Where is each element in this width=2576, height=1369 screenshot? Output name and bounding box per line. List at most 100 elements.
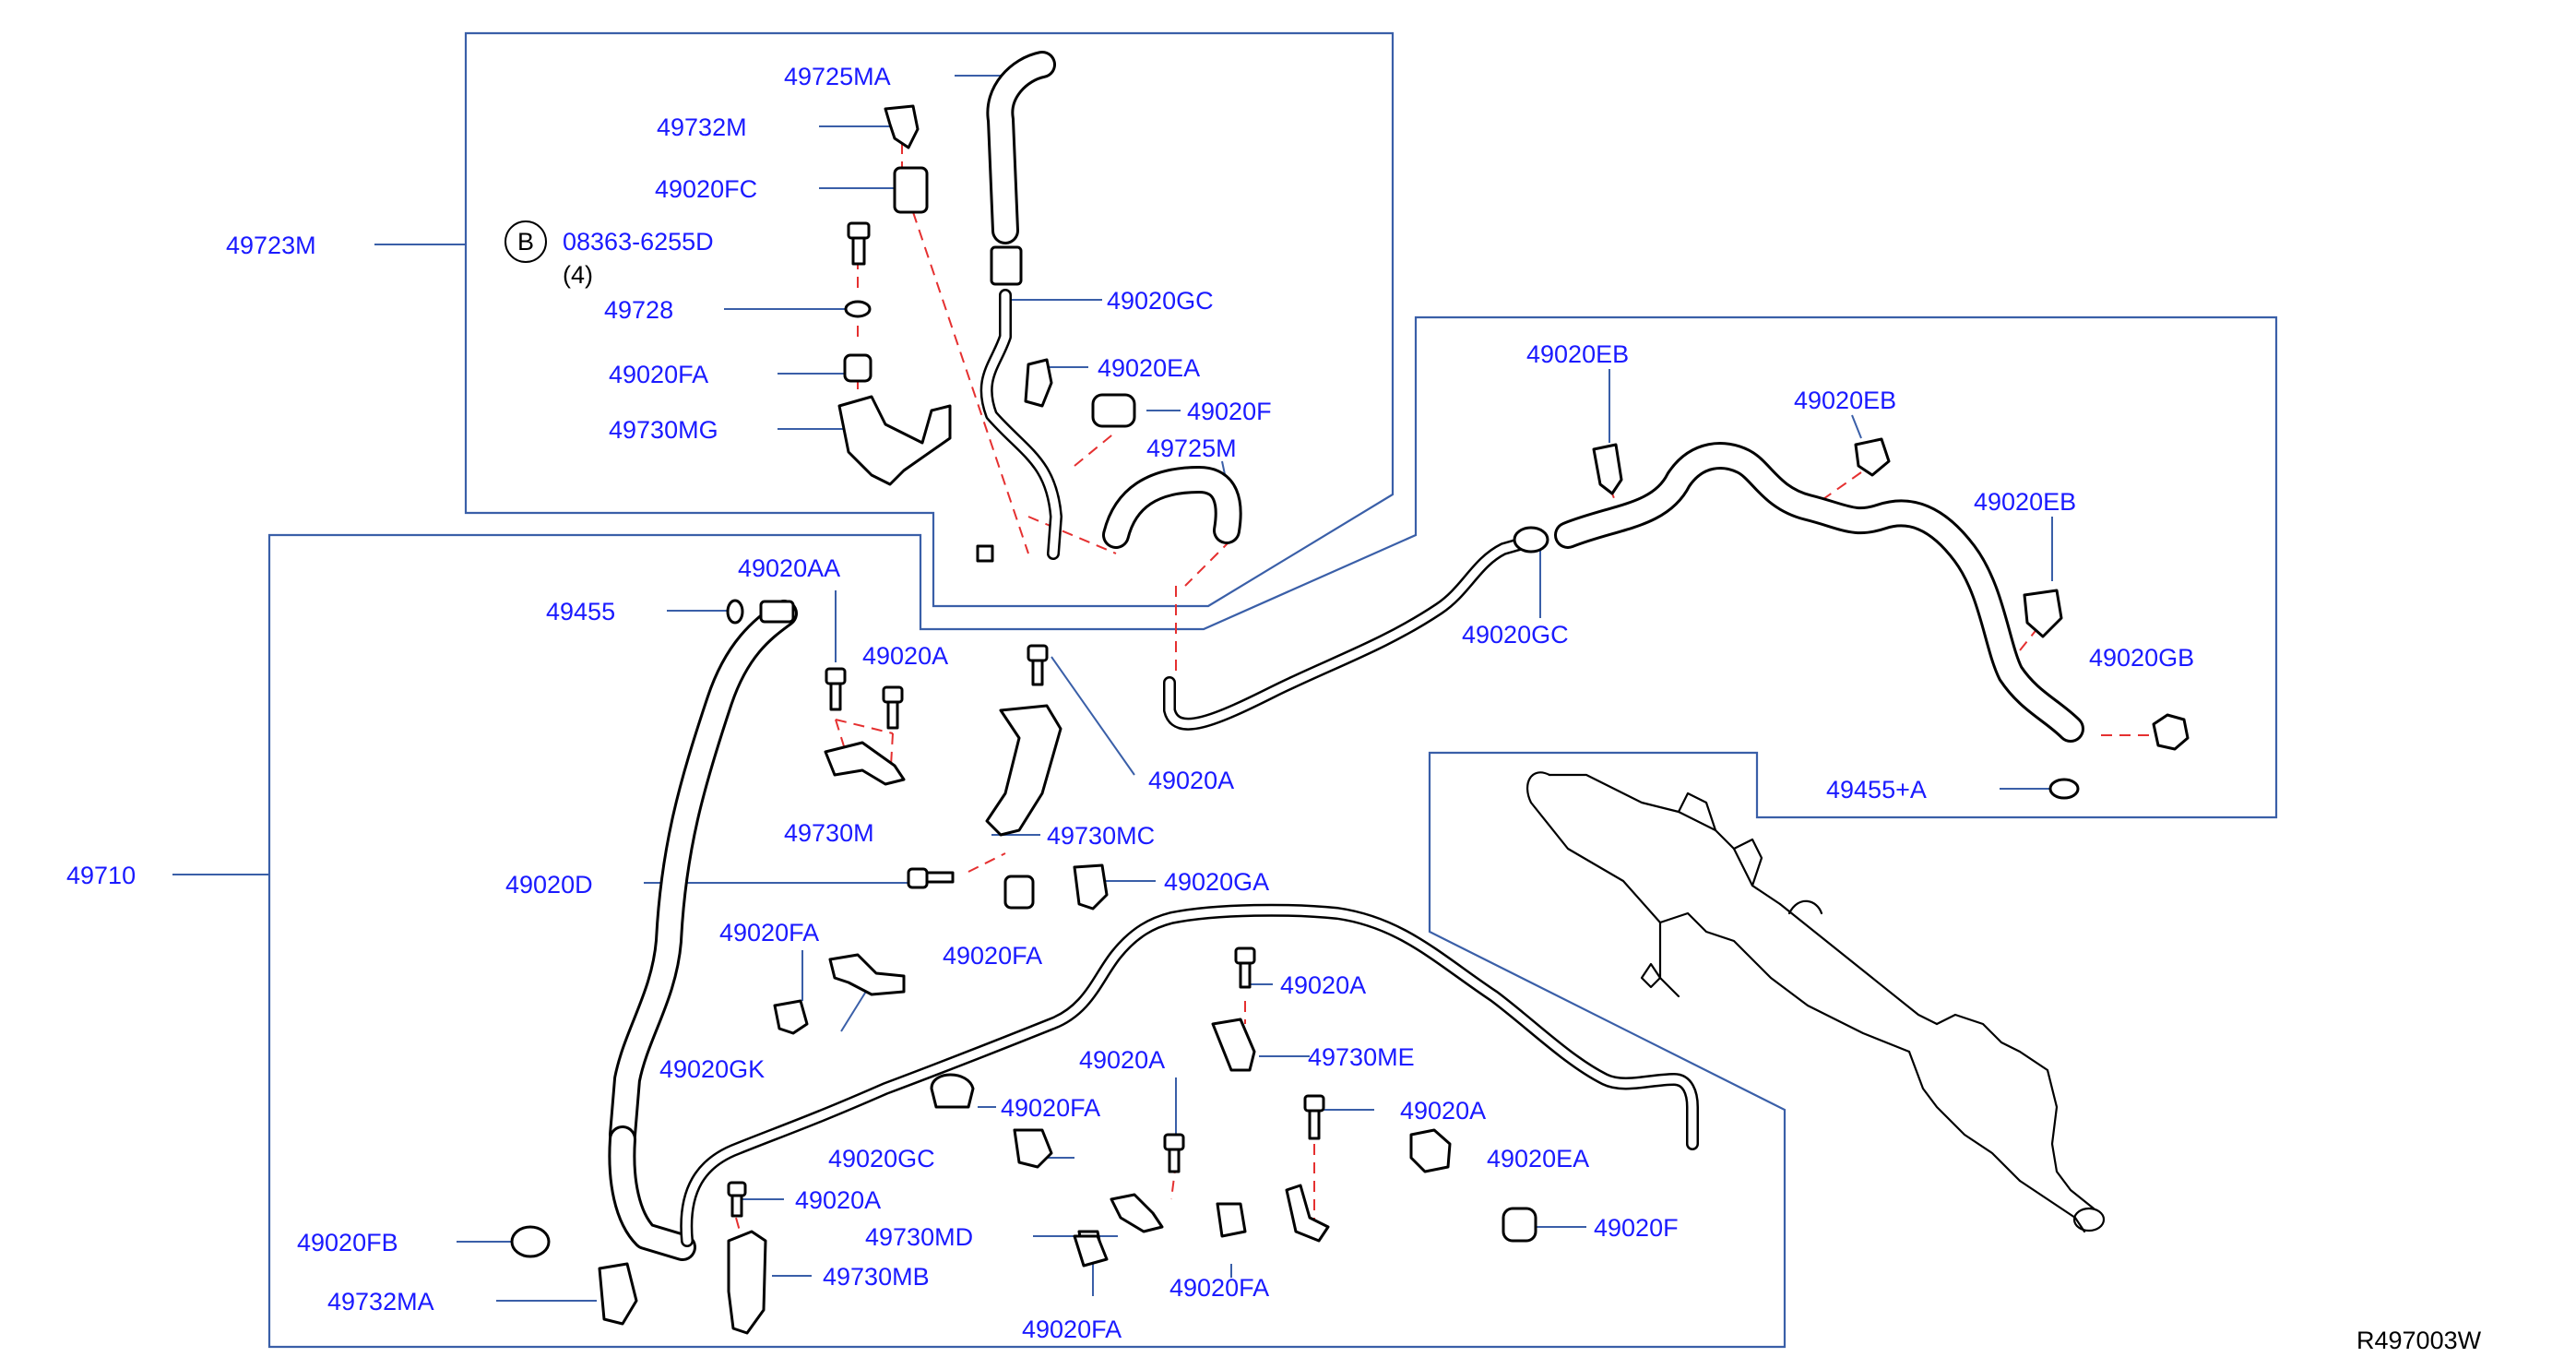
label-49725MA: 49725MA bbox=[784, 63, 891, 90]
grommet-49020F-low bbox=[1502, 1207, 1537, 1243]
label-49732M: 49732M bbox=[657, 113, 747, 141]
label-49020FA-left: 49020FA bbox=[719, 919, 819, 946]
label-49020GC-right: 49020GC bbox=[1462, 621, 1569, 649]
clamp-49020EB-3 bbox=[2023, 589, 2063, 638]
grommet-49020FC bbox=[893, 166, 929, 214]
bracket-49730M bbox=[824, 741, 906, 786]
label-bolt-qty: (4) bbox=[563, 261, 593, 289]
bolt-08363 bbox=[847, 221, 871, 266]
group-parts bbox=[510, 104, 2190, 1335]
clip-49020GC-low bbox=[1013, 1128, 1053, 1169]
label-49020EA-top: 49020EA bbox=[1098, 354, 1200, 382]
label-49020A-4: 49020A bbox=[1079, 1046, 1165, 1074]
label-49728: 49728 bbox=[604, 296, 673, 324]
bracket-49730MC bbox=[985, 704, 1062, 837]
steering-gear-assembly bbox=[1526, 771, 2106, 1233]
label-49020FB: 49020FB bbox=[297, 1229, 398, 1256]
label-49723M: 49723M bbox=[226, 232, 316, 259]
label-49455: 49455 bbox=[546, 598, 615, 625]
bushing-49020FA-b3 bbox=[1216, 1202, 1247, 1238]
cap-49020GB bbox=[2152, 713, 2190, 751]
clamp-49020GC-right bbox=[1513, 526, 1549, 554]
oring-49455A bbox=[2048, 778, 2080, 800]
label-49020GK: 49020GK bbox=[659, 1055, 765, 1083]
grommet-49020F-top bbox=[1091, 393, 1136, 428]
label-49020EB-2: 49020EB bbox=[1794, 387, 1896, 414]
label-49710: 49710 bbox=[66, 862, 136, 889]
clamp-49020EA-top bbox=[1024, 358, 1053, 408]
washer-49728 bbox=[844, 300, 872, 318]
bracket-49730MB bbox=[727, 1230, 767, 1335]
label-49020FA-top: 49020FA bbox=[609, 361, 708, 388]
bushing-49020FA-top bbox=[843, 353, 873, 383]
label-49020A-1: 49020A bbox=[862, 642, 948, 670]
label-49020FA-c: 49020FA bbox=[1001, 1094, 1100, 1122]
label-49020F-top: 49020F bbox=[1187, 398, 1272, 425]
oring-49455 bbox=[726, 599, 744, 625]
frame-49723M bbox=[464, 31, 1395, 608]
nut-small bbox=[976, 544, 994, 563]
clamp-49020EA-low bbox=[1409, 1128, 1452, 1173]
group-leaders bbox=[172, 75, 2053, 1302]
bolt-49020A-4 bbox=[1234, 946, 1256, 989]
label-49455A: 49455+A bbox=[1826, 776, 1927, 804]
label-49020EB-1: 49020EB bbox=[1526, 340, 1629, 368]
group-frames bbox=[267, 31, 2278, 1349]
bracket-49020GK bbox=[828, 953, 906, 996]
label-49020EA-low: 49020EA bbox=[1487, 1145, 1589, 1173]
bolt-callout-circle bbox=[505, 220, 547, 263]
bracket-49730ME bbox=[1211, 1018, 1256, 1072]
label-49020GA: 49020GA bbox=[1164, 868, 1269, 896]
clip-49732MA bbox=[598, 1262, 638, 1326]
bolt-49020A-3 bbox=[1027, 644, 1049, 686]
bushing-49020FA-b2 bbox=[1073, 1234, 1109, 1268]
label-49725M: 49725M bbox=[1146, 435, 1237, 462]
bolt-49020D bbox=[907, 867, 955, 889]
label-49730MD: 49730MD bbox=[865, 1223, 973, 1251]
bushing-49020FA-left bbox=[773, 999, 809, 1035]
bracket-49730MD bbox=[1110, 1193, 1164, 1233]
label-diagram-code: R497003W bbox=[2356, 1327, 2482, 1354]
label-49020F-low: 49020F bbox=[1594, 1214, 1679, 1242]
label-49730MB: 49730MB bbox=[823, 1263, 930, 1291]
bracket-lower-right bbox=[1285, 1184, 1330, 1243]
label-49020FC: 49020FC bbox=[655, 175, 757, 203]
bolt-49020A-7 bbox=[727, 1181, 747, 1218]
bolt-49020A-6 bbox=[1303, 1094, 1325, 1140]
clamp-49020EB-1 bbox=[1592, 443, 1623, 495]
label-49020FA-b1: 49020FA bbox=[1169, 1274, 1269, 1302]
fitting-49020AA bbox=[759, 600, 795, 624]
label-49020FA-mid: 49020FA bbox=[943, 942, 1042, 970]
label-49732MA: 49732MA bbox=[327, 1288, 434, 1315]
group-hoses bbox=[608, 51, 2084, 1261]
label-49020AA: 49020AA bbox=[738, 554, 840, 582]
clamp-49020FA-center bbox=[930, 1073, 975, 1109]
bolt-49020A-5 bbox=[1163, 1133, 1185, 1173]
label-49020A-3: 49020A bbox=[1280, 971, 1366, 999]
label-49020A-2: 49020A bbox=[1148, 767, 1234, 794]
group-labels: 49725MA 49732M 49020FC 49723M B 08363-62… bbox=[66, 63, 2482, 1354]
grommet-49020FB bbox=[510, 1225, 551, 1258]
bolt-49020A-2 bbox=[882, 685, 904, 730]
label-49020A-5: 49020A bbox=[1400, 1097, 1486, 1125]
label-49020GB: 49020GB bbox=[2089, 644, 2194, 672]
clamp-49020EB-2 bbox=[1854, 437, 1891, 477]
label-49020GC-low: 49020GC bbox=[828, 1145, 935, 1173]
label-49730ME: 49730ME bbox=[1308, 1043, 1415, 1071]
label-49730M: 49730M bbox=[784, 819, 874, 847]
label-49020A-6: 49020A bbox=[795, 1186, 881, 1214]
frame-49710 bbox=[267, 315, 2278, 1349]
label-bolt-circle: B bbox=[517, 228, 534, 256]
label-49020GC-top: 49020GC bbox=[1107, 287, 1214, 315]
label-49020FA-b2: 49020FA bbox=[1022, 1315, 1122, 1343]
bracket-49730MG bbox=[837, 395, 952, 486]
label-49730MC: 49730MC bbox=[1047, 822, 1155, 850]
bolt-49020A-1 bbox=[825, 667, 847, 711]
label-08363-6255D: 08363-6255D bbox=[563, 228, 714, 256]
label-49020EB-3: 49020EB bbox=[1974, 488, 2076, 516]
label-49730MG: 49730MG bbox=[609, 416, 718, 444]
label-49020D: 49020D bbox=[505, 871, 593, 899]
collar-49020GC-top bbox=[990, 245, 1023, 286]
bushing-49020FA-mid bbox=[1003, 875, 1035, 910]
